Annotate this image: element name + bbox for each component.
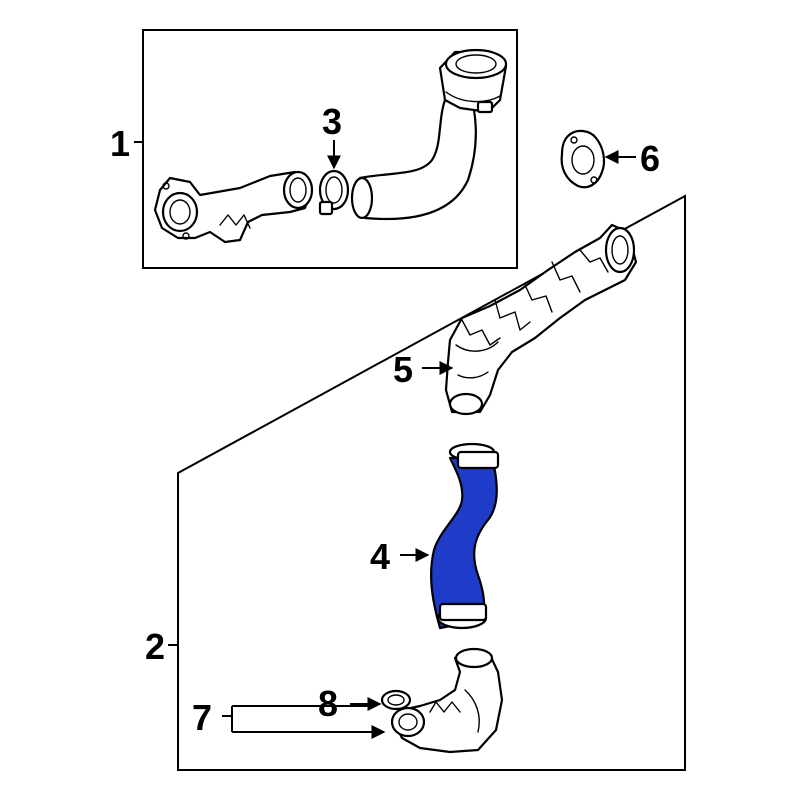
outlet-pipe xyxy=(390,647,504,754)
intercooler-hose xyxy=(430,442,500,630)
upper-hose xyxy=(350,48,508,221)
callout-2: 2 xyxy=(145,626,165,667)
callout-6: 6 xyxy=(640,138,660,179)
small-gasket xyxy=(380,689,412,711)
assembly-frame-lower xyxy=(177,194,686,771)
hose-clamp xyxy=(318,169,350,216)
charge-air-pipe xyxy=(444,223,638,416)
assembly-frame-upper xyxy=(142,29,518,269)
callout-3: 3 xyxy=(322,101,342,142)
callout-5: 5 xyxy=(393,349,413,390)
callout-8: 8 xyxy=(318,683,338,724)
gasket xyxy=(560,129,606,189)
leader-7-bracket xyxy=(222,705,378,733)
callout-7: 7 xyxy=(192,697,212,738)
callout-4: 4 xyxy=(370,536,390,577)
intake-pipe-flange xyxy=(153,170,314,244)
callout-1: 1 xyxy=(110,123,130,164)
